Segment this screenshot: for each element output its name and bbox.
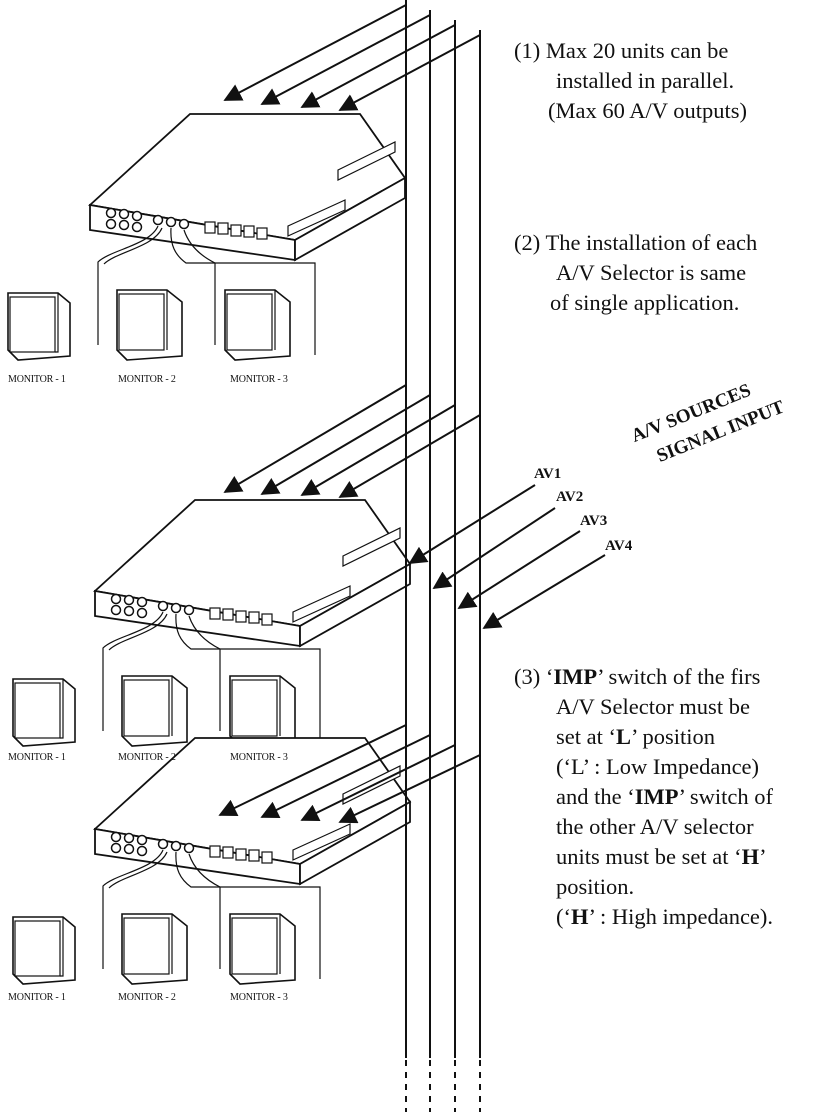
- sources-title: A/V SOURCES SIGNAL INPUT: [628, 380, 787, 467]
- note-3-bold: H: [571, 904, 589, 929]
- note-3-text: (3) ‘: [514, 664, 554, 689]
- note-3: (3) ‘IMP’ switch of the firs A/V Selecto…: [514, 662, 773, 932]
- monitor-label: MONITOR - 1: [8, 374, 66, 385]
- av-label: AV2: [556, 489, 583, 505]
- note-3-bold: IMP: [553, 664, 598, 689]
- arrows-unit-2: [223, 384, 481, 498]
- av-label: AV4: [605, 538, 633, 554]
- note-3-line: (3) ‘IMP’ switch of the firs: [514, 662, 773, 692]
- note-1-line: (1) Max 20 units can be: [514, 38, 729, 63]
- note-3-text: ’ : High impedance).: [588, 904, 774, 929]
- note-3-text: ’: [759, 844, 767, 869]
- note-3-line: and the ‘IMP’ switch of: [514, 782, 773, 812]
- note-3-line: units must be set at ‘H’: [514, 842, 773, 872]
- note-3-line: set at ‘L’ position: [514, 722, 773, 752]
- note-2-line: of single application.: [550, 290, 740, 315]
- monitor-label: MONITOR - 3: [230, 374, 288, 385]
- note-2-line: (2) The installation of each: [514, 230, 758, 255]
- monitor-label: MONITOR - 3: [230, 752, 288, 763]
- note-3-text: and the ‘: [556, 784, 635, 809]
- note-1-line: (Max 60 A/V outputs): [548, 98, 747, 123]
- source-input-arrows: [408, 484, 606, 629]
- av-label: AV1: [534, 466, 561, 482]
- signal-bus: [405, 0, 481, 1112]
- note-2-line: A/V Selector is same: [556, 260, 747, 285]
- note-2: (2) The installation of each A/V Selecto…: [514, 228, 757, 318]
- arrows-unit-1: [223, 4, 481, 111]
- note-3-bold: H: [741, 844, 760, 869]
- selector-unit-2: [12, 499, 411, 747]
- note-3-text: units must be set at ‘: [556, 844, 742, 869]
- note-3-text: ’ switch of: [678, 784, 774, 809]
- monitor-label: MONITOR - 1: [8, 992, 66, 1003]
- note-3-line: position.: [556, 874, 635, 899]
- note-3-text: ’ position: [631, 724, 715, 749]
- monitor-label: MONITOR - 1: [8, 752, 66, 763]
- note-3-text: ’ switch of the firs: [597, 664, 761, 689]
- av-label: AV3: [580, 513, 607, 529]
- arrows-unit-3: [218, 724, 481, 824]
- note-3-text: set at ‘: [556, 724, 616, 749]
- note-3-line: (‘L’ : Low Impedance): [556, 754, 760, 779]
- note-3-text: (‘: [556, 904, 571, 929]
- note-1: (1) Max 20 units can be installed in par…: [514, 36, 747, 126]
- note-3-bold: IMP: [634, 784, 679, 809]
- monitor-label: MONITOR - 2: [118, 752, 176, 763]
- monitor-label: MONITOR - 2: [118, 374, 176, 385]
- monitor-labels: MONITOR - 1 MONITOR - 2 MONITOR - 3 MONI…: [8, 374, 288, 1003]
- note-3-bold: L: [615, 724, 631, 749]
- selector-unit-1: [7, 113, 406, 361]
- source-labels: AV1 AV2 AV3 AV4: [534, 466, 633, 554]
- note-3-line: A/V Selector must be: [556, 694, 750, 719]
- note-3-line: the other A/V selector: [556, 814, 754, 839]
- note-1-line: installed in parallel.: [556, 68, 735, 93]
- monitor-label: MONITOR - 2: [118, 992, 176, 1003]
- note-3-line: (‘H’ : High impedance).: [514, 902, 773, 932]
- monitor-label: MONITOR - 3: [230, 992, 288, 1003]
